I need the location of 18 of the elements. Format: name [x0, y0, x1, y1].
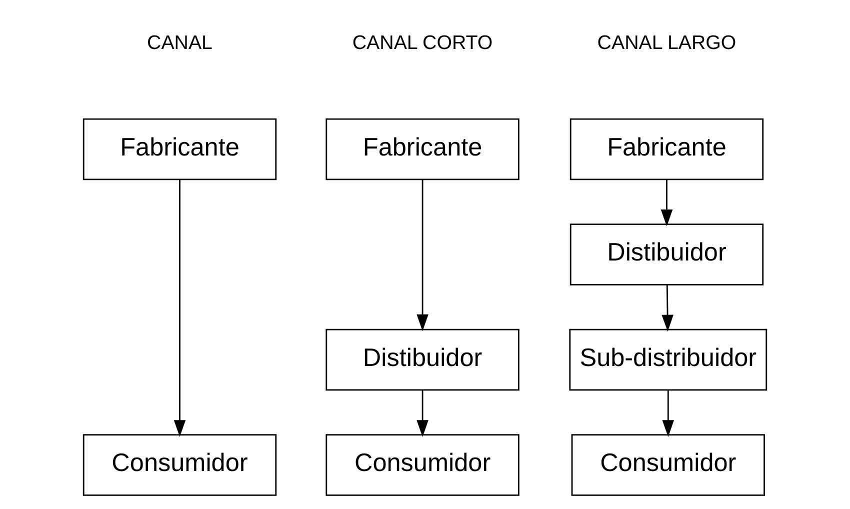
node-box: Fabricante	[82, 118, 277, 180]
arrow	[416, 390, 428, 437]
label: CANAL LARGO	[597, 32, 736, 54]
arrow	[660, 180, 673, 226]
arrow	[662, 284, 674, 332]
node-box: Fabricante	[570, 118, 764, 180]
node-box: Consumidor	[571, 434, 765, 496]
node-box: Distibuidor	[326, 328, 520, 391]
arrow	[416, 180, 428, 332]
arrow	[174, 180, 186, 437]
node-box: Consumidor	[82, 434, 277, 496]
label: CANAL CORTO	[352, 32, 493, 54]
label: CANAL	[147, 32, 212, 54]
node-box: Fabricante	[326, 118, 520, 180]
node-box: Consumidor	[326, 434, 520, 496]
arrow	[662, 390, 674, 437]
node-box: Sub-distribuidor	[569, 328, 768, 391]
node-box: Distibuidor	[570, 224, 764, 286]
